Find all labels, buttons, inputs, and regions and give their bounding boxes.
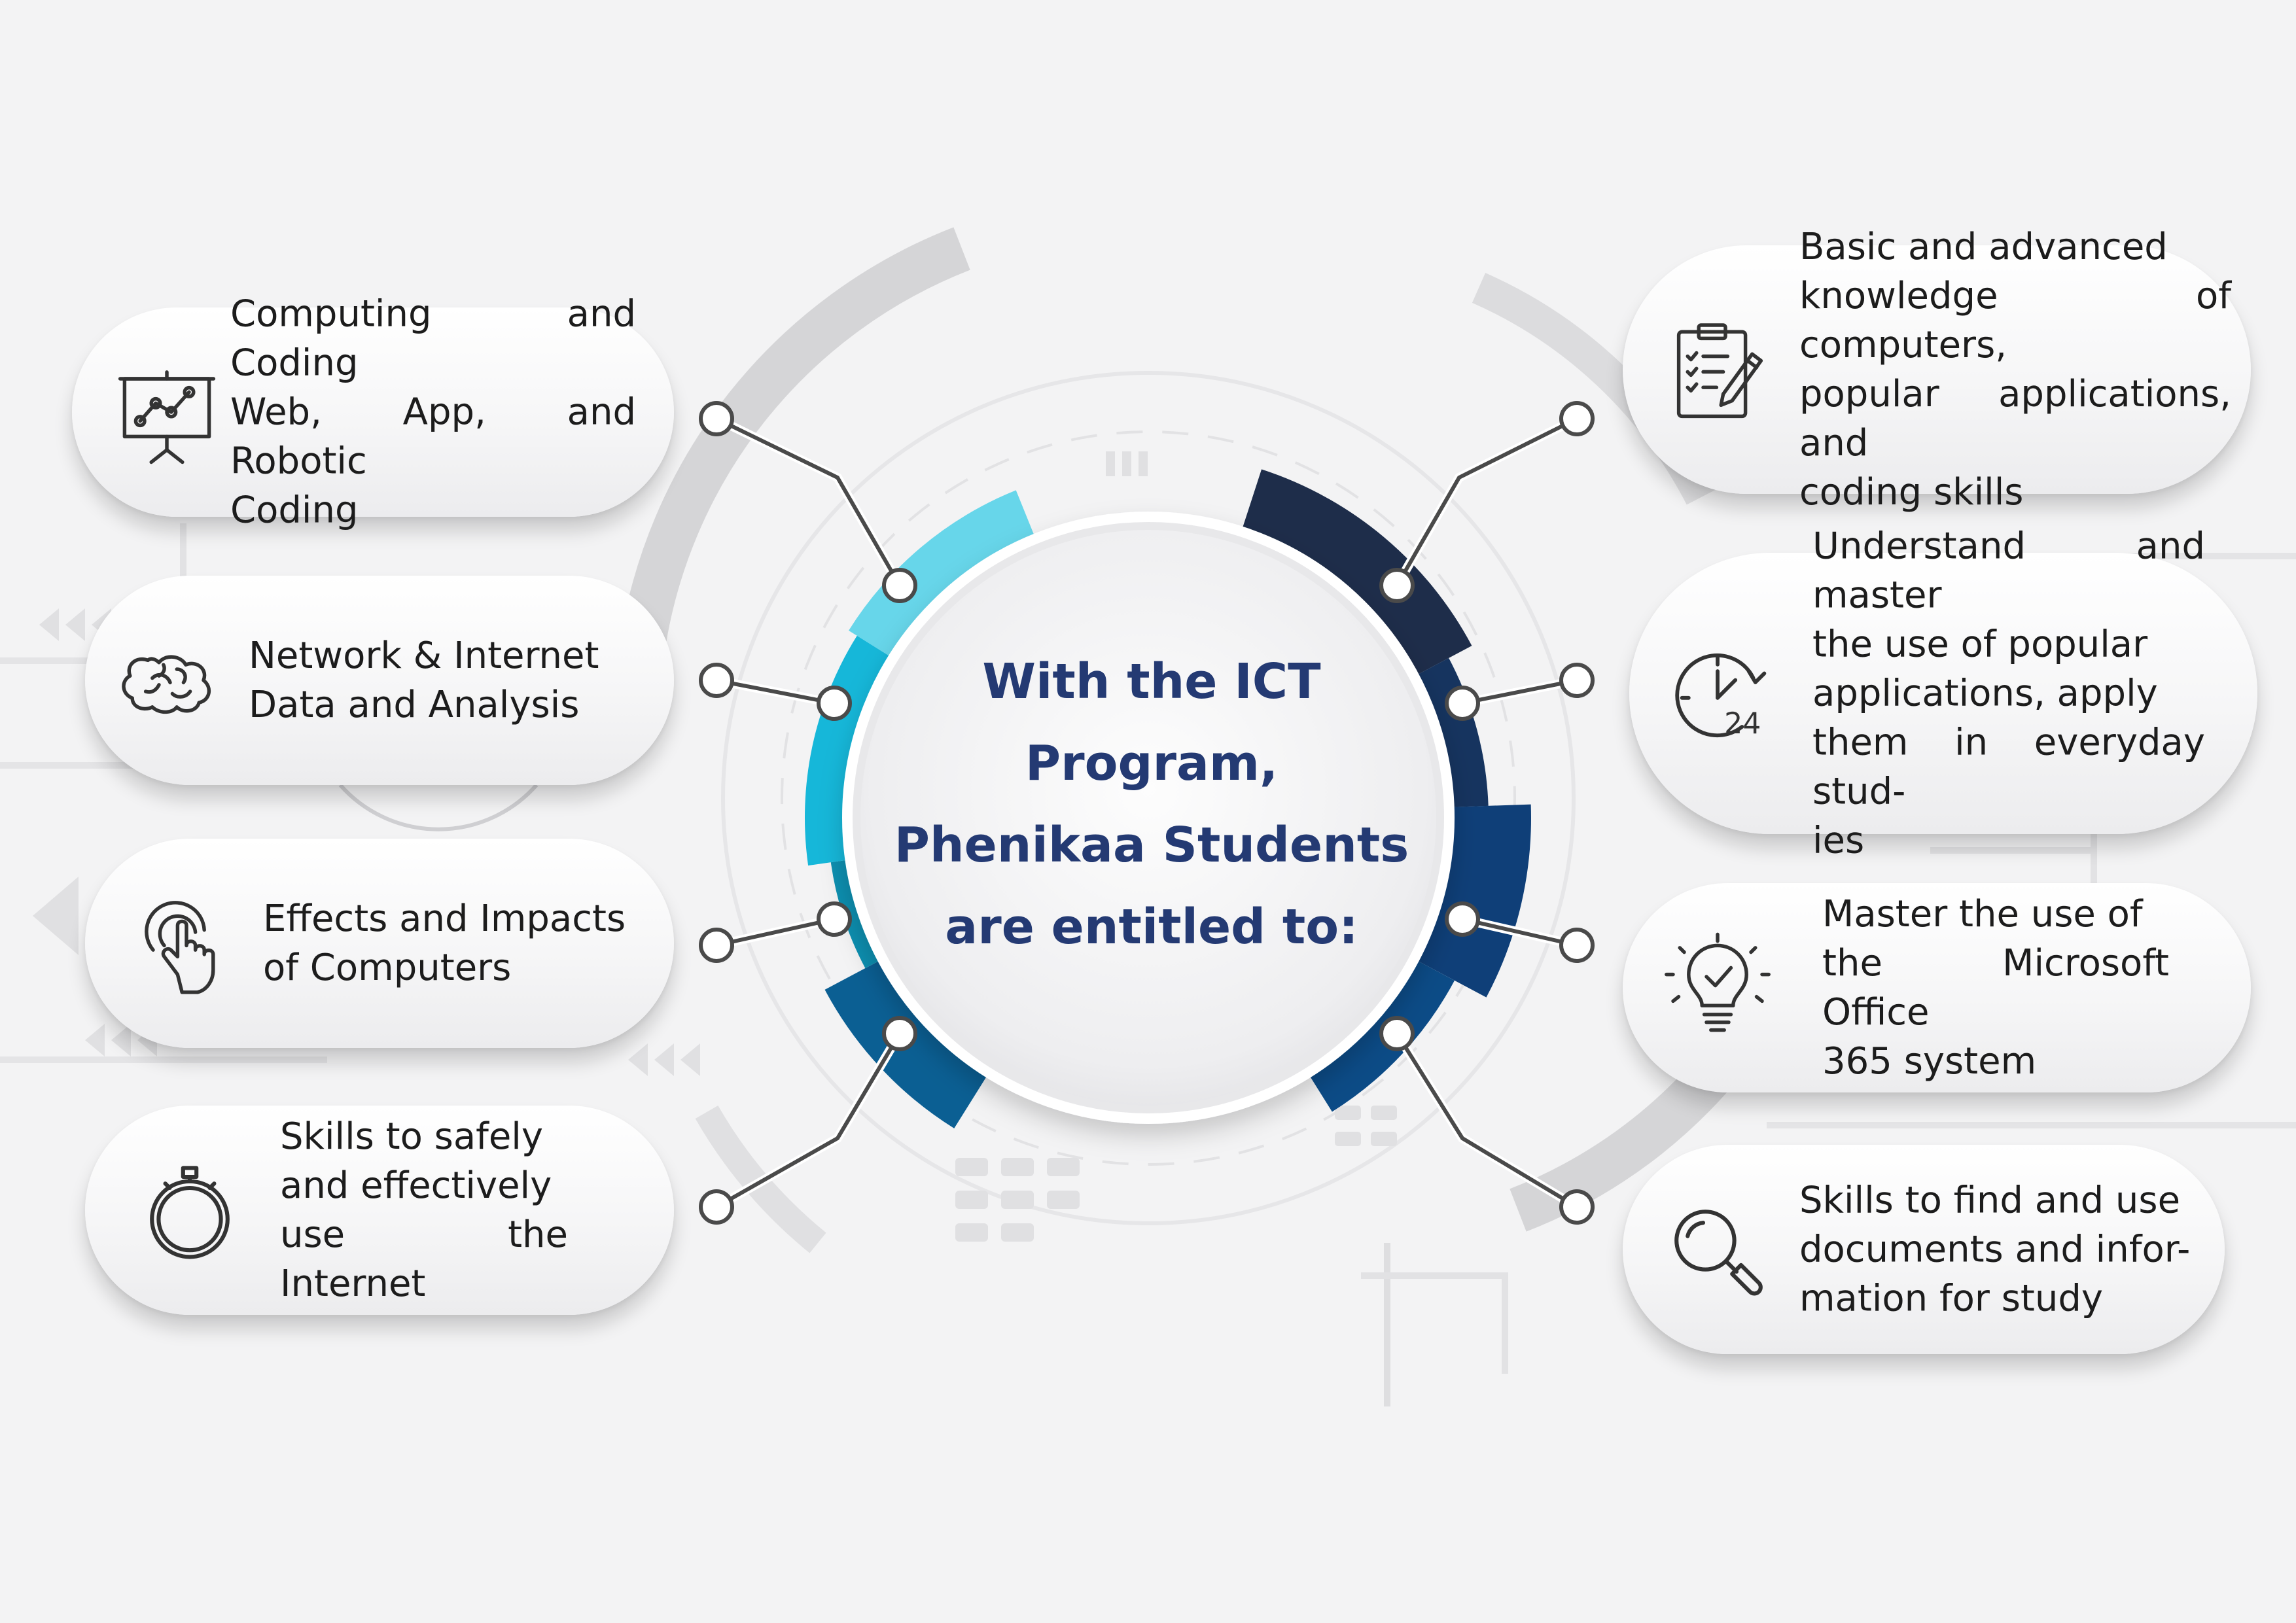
center-title: With the ICT Program, Phenikaa Students … — [877, 641, 1426, 968]
text-line: Data and Analysis — [249, 684, 580, 726]
connector-left-2 — [699, 663, 852, 721]
connector-right-4 — [1379, 1016, 1595, 1225]
connector-node — [1559, 663, 1595, 698]
card-internet-skills: Skills to safely and effectively use the… — [85, 1106, 674, 1315]
svg-text:24: 24 — [1724, 707, 1761, 741]
touch-hand-icon — [131, 888, 242, 999]
connector-right-2 — [1445, 663, 1595, 721]
card-text: Effects and Impacts of Computers — [263, 894, 629, 992]
card-find-documents: Skills to find and use documents and inf… — [1623, 1145, 2225, 1354]
clock-24-icon: 24 — [1662, 638, 1773, 749]
magnifier-icon — [1659, 1194, 1770, 1305]
connector-node — [817, 901, 852, 937]
text-line: and effectively — [280, 1164, 552, 1207]
connector-node — [699, 928, 734, 963]
text-line: Skills to safely — [280, 1115, 544, 1158]
text-line: Web, App, and Robotic — [230, 391, 636, 483]
text-line: them in everyday stud- — [1812, 721, 2205, 813]
stopwatch-icon — [134, 1155, 245, 1266]
connector-left-1 — [699, 401, 917, 603]
connector-node — [1559, 928, 1595, 963]
connector-node — [699, 663, 734, 698]
card-text: Skills to find and use documents and inf… — [1799, 1176, 2192, 1323]
text-line: use the Internet — [280, 1213, 568, 1305]
text-line: knowledge of computers, — [1799, 275, 2231, 366]
text-line: Skills to find and use — [1799, 1179, 2181, 1222]
card-understand-master: 24 Understand and master the use of popu… — [1629, 525, 2257, 862]
text-line: Basic and advanced — [1799, 226, 2168, 268]
clipboard-pencil-icon — [1659, 314, 1770, 425]
lightbulb-check-icon — [1662, 932, 1773, 1043]
card-effects-impacts: Effects and Impacts of Computers — [85, 839, 674, 1048]
card-text: Basic and advanced knowledge of computer… — [1799, 222, 2231, 517]
text-line: the use of popular — [1812, 623, 2148, 666]
center-title-line-1: With the ICT — [982, 654, 1321, 710]
brain-icon — [115, 625, 226, 736]
connector-left-3 — [699, 901, 852, 963]
text-line: ies — [1812, 819, 1865, 862]
text-line: Understand and master — [1812, 525, 2205, 617]
text-line: applications, apply — [1812, 672, 2158, 715]
ring-segment-right-4 — [1301, 952, 1455, 1112]
connector-node — [817, 686, 852, 721]
connector-node — [1445, 686, 1480, 721]
center-title-line-3: Phenikaa Students — [894, 817, 1409, 873]
text-line: mation for study — [1799, 1277, 2104, 1320]
card-text: Computing and Coding Web, App, and Robot… — [230, 290, 636, 535]
text-line: coding skills — [1799, 471, 2024, 514]
center-title-line-4: are entitled to: — [945, 899, 1358, 955]
connector-node — [1379, 1016, 1415, 1051]
text-line: Network & Internet — [249, 635, 599, 677]
center-disc-face — [860, 530, 1436, 1106]
connector-left-4 — [699, 1016, 917, 1225]
card-network-data: Network & Internet Data and Analysis — [85, 576, 674, 785]
card-text: Skills to safely and effectively use the… — [280, 1112, 568, 1308]
ring-segment-right-1 — [1237, 469, 1472, 683]
connector-node — [1559, 1189, 1595, 1225]
connectors — [699, 401, 1595, 1225]
text-line: Computing and Coding — [230, 292, 636, 385]
text-line: Coding — [230, 489, 359, 532]
connector-node — [1559, 401, 1595, 436]
connector-node — [699, 401, 734, 436]
text-line: the Microsoft Office — [1822, 942, 2169, 1034]
text-line: of Computers — [263, 947, 512, 989]
card-text: Network & Internet Data and Analysis — [249, 631, 641, 729]
text-line: Effects and Impacts — [263, 898, 626, 940]
text-line: 365 system — [1822, 1040, 2037, 1083]
text-line: popular applications, and — [1799, 373, 2231, 464]
background-chevrons — [33, 451, 1397, 1242]
presentation-chart-icon — [111, 357, 222, 468]
card-basic-advanced-knowledge: Basic and advanced knowledge of computer… — [1623, 226, 2251, 514]
connector-node — [1445, 901, 1480, 937]
card-computing-coding: Computing and Coding Web, App, and Robot… — [72, 293, 674, 532]
connector-node — [1379, 568, 1415, 603]
connector-right-3 — [1445, 901, 1595, 963]
ring-segment-left-1 — [849, 490, 1041, 665]
card-text: Understand and master the use of popular… — [1812, 522, 2205, 865]
connector-node — [699, 1189, 734, 1225]
connector-right-1 — [1379, 401, 1595, 603]
card-text: Master the use of the Microsoft Office 3… — [1822, 890, 2169, 1086]
text-line: Master the use of — [1822, 893, 2143, 935]
text-line: documents and infor- — [1799, 1228, 2191, 1271]
connector-node — [882, 568, 917, 603]
card-microsoft-office: Master the use of the Microsoft Office 3… — [1623, 883, 2251, 1092]
center-title-line-2: Program, — [1025, 735, 1279, 792]
connector-node — [882, 1016, 917, 1051]
